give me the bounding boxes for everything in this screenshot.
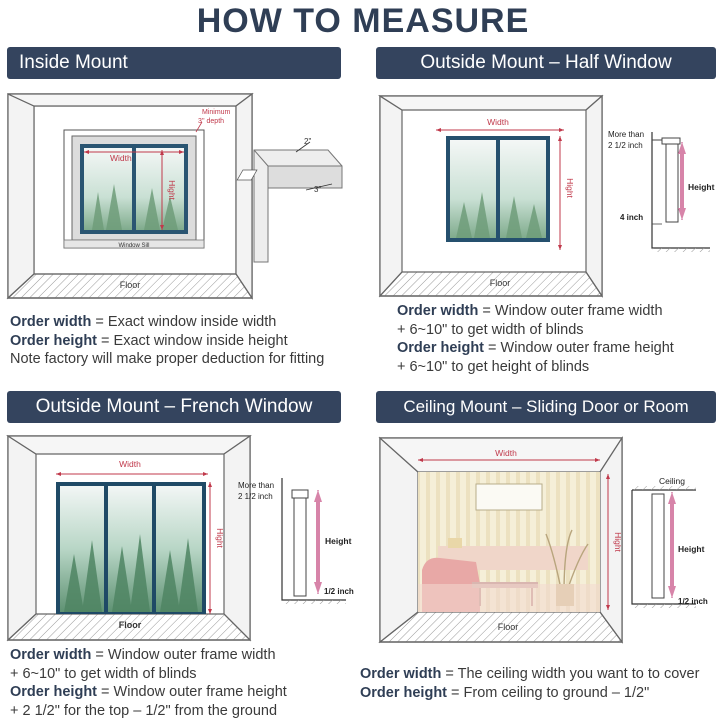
floor-label: Floor	[120, 280, 141, 290]
page-title: HOW TO MEASURE	[196, 2, 530, 40]
svg-text:2 1/2 inch: 2 1/2 inch	[608, 141, 643, 150]
svg-text:Width: Width	[495, 448, 517, 458]
height-label: Hight	[167, 180, 177, 200]
ceiling-mount-caption: Order width = The ceiling width you want…	[360, 666, 700, 701]
window-sill-label: Window Sill	[118, 243, 149, 249]
bracket-top-dim: 2"	[304, 137, 311, 146]
french-window-caption: Order width = Window outer frame width +…	[10, 647, 287, 719]
svg-text:Hight: Hight	[565, 178, 575, 198]
banner-outside-half-window: Outside Mount – Half Window	[376, 47, 716, 79]
svg-text:4 inch: 4 inch	[620, 213, 643, 222]
svg-text:Floor: Floor	[498, 622, 519, 632]
svg-text:Height: Height	[325, 536, 352, 546]
ceiling-mount-diagram: Floor Width Hight Ceiling Height 1/2 inc…	[378, 435, 708, 644]
inside-mount-caption: Order width = Exact window inside width …	[10, 314, 325, 367]
banner-ceiling-mount: Ceiling Mount – Sliding Door or Room Div…	[376, 391, 716, 448]
svg-text:Floor: Floor	[119, 620, 142, 630]
svg-text:Ceiling: Ceiling	[659, 476, 685, 486]
svg-text:Floor: Floor	[490, 278, 511, 288]
svg-text:Height: Height	[678, 544, 705, 554]
half-window-diagram: Floor Width Hight More than 2 1/2 inch H…	[377, 94, 715, 298]
svg-text:Hight: Hight	[215, 528, 225, 548]
svg-text:2 1/2 inch: 2 1/2 inch	[238, 492, 273, 501]
half-window-caption: Order width = Window outer frame width +…	[397, 303, 674, 375]
svg-text:Width: Width	[119, 459, 141, 469]
bracket-side-dim: 3"	[314, 185, 321, 194]
svg-text:Width: Width	[487, 117, 509, 127]
svg-text:More than: More than	[608, 130, 644, 139]
width-label: Width	[110, 153, 132, 163]
inside-mount-diagram: Floor Window Sill Width Hight Minimum 3'…	[6, 92, 343, 300]
min-depth-label-1: Minimum	[202, 109, 231, 116]
svg-text:1/2 inch: 1/2 inch	[324, 587, 354, 596]
svg-text:Height: Height	[688, 182, 715, 192]
french-window-diagram: Floor Width Hight More than 2 1/2 inch H…	[6, 434, 354, 642]
min-depth-label-2: 3'' depth	[198, 118, 224, 125]
banner-inside-mount: Inside Mount	[7, 47, 341, 79]
svg-text:Hight: Hight	[613, 532, 623, 552]
svg-text:1/2 inch: 1/2 inch	[678, 597, 708, 606]
banner-outside-french-window: Outside Mount – French Window	[7, 391, 341, 423]
svg-text:More than: More than	[238, 481, 274, 490]
